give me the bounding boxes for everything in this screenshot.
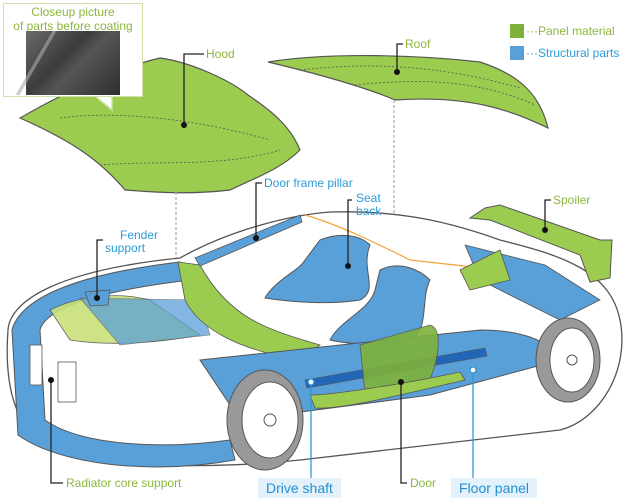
roof-panel xyxy=(267,54,549,130)
label-fender-support-1: Fender xyxy=(120,228,159,242)
label-hood: Hood xyxy=(206,47,235,61)
label-radiator-core-support: Radiator core support xyxy=(66,476,182,490)
label-seat-back-1: Seat xyxy=(356,191,381,205)
front-frame xyxy=(11,261,236,468)
legend-panel-material: ···Panel material xyxy=(510,24,615,38)
door-panel xyxy=(359,324,439,393)
label-door: Door xyxy=(410,476,437,490)
label-roof: Roof xyxy=(405,37,431,51)
label-fender-support-2: support xyxy=(105,241,146,255)
label-floor-panel: Floor panel xyxy=(451,478,538,498)
label-drive-shaft: Drive shaft xyxy=(258,478,341,498)
structural-swatch-icon xyxy=(510,46,524,60)
closeup-title-2: of parts before coating xyxy=(13,19,133,33)
legend-label: Panel material xyxy=(538,24,615,38)
panel-swatch-icon xyxy=(510,24,524,38)
door-frame-pillar xyxy=(194,214,303,267)
spoiler xyxy=(468,204,613,283)
rear-wheel xyxy=(535,317,601,403)
closeup-callout: Closeup picture of parts before coating xyxy=(3,3,143,97)
label-spoiler: Spoiler xyxy=(553,193,591,207)
closeup-photo xyxy=(26,31,120,95)
legend-label: Structural parts xyxy=(538,46,620,60)
label-door-frame-pillar: Door frame pillar xyxy=(264,176,353,190)
seat-back xyxy=(264,234,371,304)
closeup-title-1: Closeup picture xyxy=(31,5,115,19)
label-seat-back-2: back xyxy=(356,204,382,218)
front-wheel xyxy=(226,369,304,471)
legend-structural-parts: ···Structural parts xyxy=(510,46,619,60)
